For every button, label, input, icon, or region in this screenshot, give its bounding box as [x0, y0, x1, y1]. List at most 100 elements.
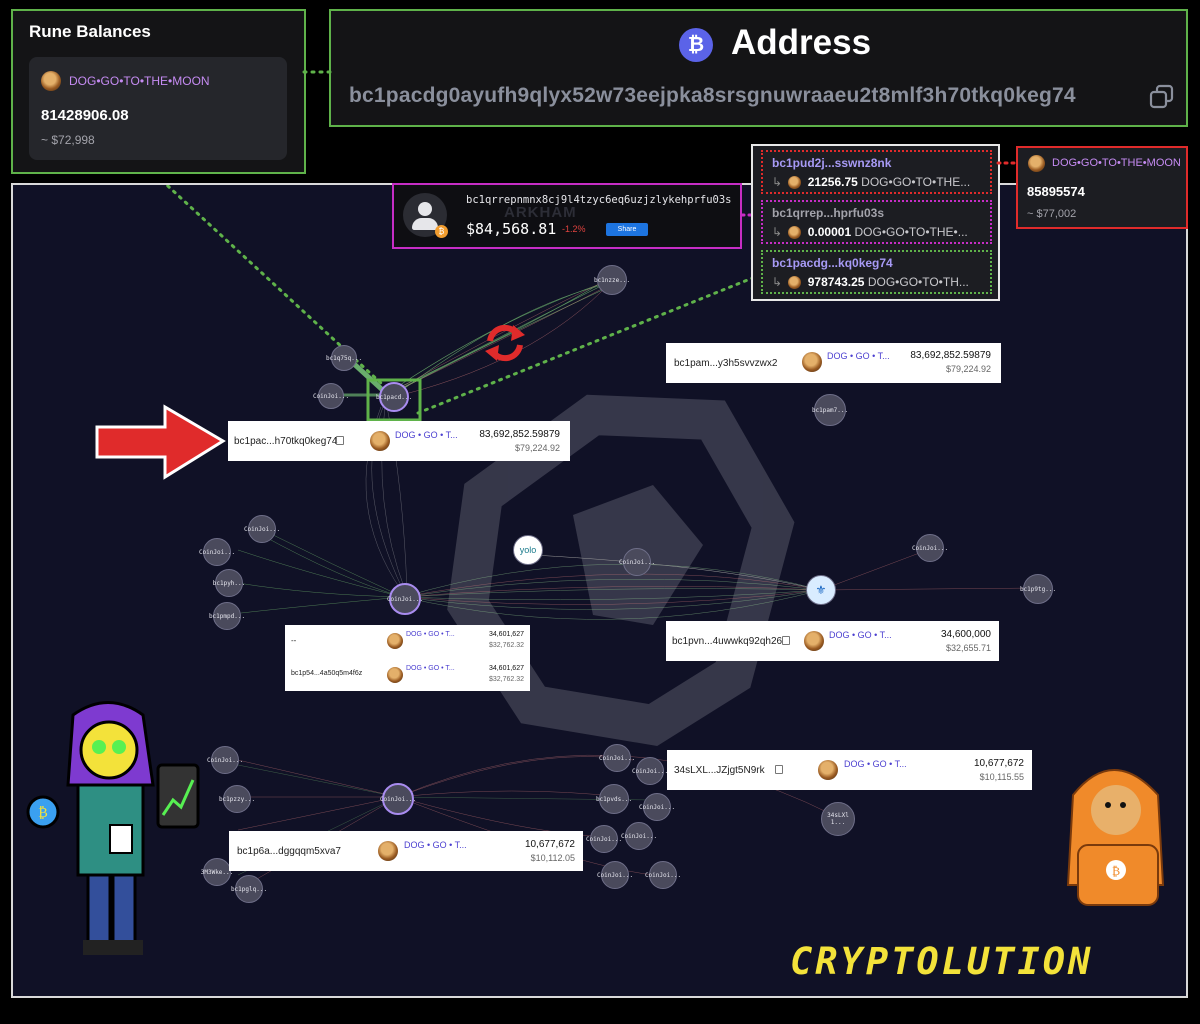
share-button[interactable]: Share [606, 223, 648, 236]
transfer-row[interactable]: bc1qrrep...hprfu03s ↳ 0.00001 DOG•GO•TO•… [761, 200, 992, 244]
transfer-from: bc1pacdg...kq0keg74 [772, 256, 893, 270]
transfer-row[interactable]: bc1pacdg...kq0keg74 ↳ 978743.25 DOG•GO•T… [761, 250, 992, 294]
copy-icon[interactable] [336, 436, 344, 445]
node-bc1pyh[interactable]: bc1pyh... [213, 569, 245, 597]
card-usd: $79,224.92 [945, 364, 991, 374]
dog-avatar-icon [1028, 155, 1045, 172]
rune-balance-card[interactable]: DOG•GO•TO•THE•MOON 81428906.08 ~ $72,998 [29, 57, 287, 160]
node-coinjoin-e[interactable]: CoinJoi... [207, 746, 243, 774]
arkham-change: -1.2% [562, 224, 586, 234]
node-coinjoin-c[interactable]: CoinJoi... [619, 548, 655, 576]
dog-avatar-icon [788, 226, 802, 240]
node-bc1p9tg[interactable]: bc1p9tg... [1020, 574, 1056, 604]
card-address: 34sLXL...JZjgt5N9rk [674, 765, 765, 776]
node-bc1nzze[interactable]: bc1nzze... [594, 265, 630, 295]
dog-avatar-icon [802, 352, 822, 372]
node-coinjoin-m[interactable]: CoinJoi... [645, 861, 681, 889]
graph-card-bc1pam[interactable]: bc1pam...y3h5svvzwx2 DOG • GO • T... 83,… [666, 343, 1001, 383]
address-panel: ₿ Address bc1pacdg0ayufh9qlyx52w73eejpka… [329, 9, 1188, 127]
card-address: bc1pvn...4uwwkq92qh26 [672, 636, 783, 647]
arkham-entity-card[interactable]: ₿ bc1qrrepnmnx8cj9l4tzyc6eq6uzjzlykehprf… [392, 183, 742, 249]
transfer-detail: ↳ 21256.75 DOG•GO•TO•THE... [772, 175, 970, 190]
skeleton-investigator-mascot: ₿ [26, 701, 200, 955]
node-coinjoin-f[interactable]: CoinJoi... [380, 783, 416, 815]
node-coinjoin-h[interactable]: CoinJoi... [632, 757, 668, 785]
card-usd: $32,762.32 [488, 676, 524, 683]
node-coinjoin-b[interactable]: CoinJoi... [199, 538, 235, 566]
node-bc1pam[interactable]: bc1pam7... [812, 394, 848, 426]
graph-card-dash[interactable]: -- DOG • GO • T... 34,601,627 $32,762.32 [285, 625, 530, 659]
node-bc1q75[interactable]: bc1q75q... [326, 345, 362, 371]
transfer-from: bc1pud2j...sswnz8nk [772, 156, 892, 170]
rune-usd: ~ $72,998 [41, 133, 95, 147]
transfer-detail: ↳ 978743.25 DOG•GO•TO•TH... [772, 275, 969, 290]
dog-avatar-icon [788, 276, 802, 290]
graph-card-bc1pac[interactable]: bc1pac...h70tkq0keg74 DOG • GO • T... 83… [228, 421, 570, 461]
node-coinjoin-g[interactable]: CoinJoi... [599, 744, 635, 772]
copy-icon[interactable] [775, 765, 783, 774]
card-rune: DOG • GO • T... [404, 840, 467, 850]
dog-avatar-icon [41, 71, 61, 91]
node-coinjoin-i[interactable]: CoinJoi... [639, 793, 675, 821]
transaction-graph[interactable]: ₿ ₿ bc1nzze... bc1q75q... CoinJoi... bc1… [11, 183, 1188, 998]
node-34sl[interactable]: 34sLXl 1... [821, 802, 855, 836]
dog-avatar-icon [378, 841, 398, 861]
card-rune: DOG • GO • T... [829, 630, 892, 640]
cycle-arrows-icon [485, 324, 525, 362]
transfer-row[interactable]: bc1pud2j...sswnz8nk ↳ 21256.75 DOG•GO•TO… [761, 150, 992, 194]
dog-avatar-icon [387, 633, 403, 649]
dog-avatar-icon [370, 431, 390, 451]
selection-box [366, 378, 422, 422]
dog-avatar-icon [788, 176, 802, 190]
node-bc1pacd[interactable]: bc1pacd... [376, 382, 412, 412]
card-rune: DOG • GO • T... [827, 351, 890, 361]
return-arrow-icon: ↳ [772, 275, 783, 289]
card-address: bc1p54...4a50q5m4f6z [291, 670, 363, 677]
graph-card-34sl[interactable]: 34sLXL...JZjgt5N9rk DOG • GO • T... 10,6… [667, 750, 1032, 790]
card-address: bc1p6a...dggqqm5xva7 [237, 846, 341, 857]
dog-avatar-icon [818, 760, 838, 780]
copy-icon[interactable] [782, 636, 790, 645]
graph-card-bc1p54[interactable]: bc1p54...4a50q5m4f6z DOG • GO • T... 34,… [285, 659, 530, 691]
graph-card-bc1pvn[interactable]: bc1pvn...4uwwkq92qh26 DOG • GO • T... 34… [666, 621, 999, 661]
node-coinjoin-k[interactable]: CoinJoi... [621, 822, 657, 850]
red-arrow-icon [95, 404, 226, 480]
rune-name: DOG•GO•TO•THE•MOON [1052, 157, 1181, 169]
return-arrow-icon: ↳ [772, 225, 783, 239]
card-rune: DOG • GO • T... [406, 631, 455, 638]
card-rune: DOG • GO • T... [406, 665, 455, 672]
graph-card-bc1p6a[interactable]: bc1p6a...dggqqm5xva7 DOG • GO • T... 10,… [229, 831, 583, 871]
node-yolo[interactable]: yolo [513, 535, 543, 565]
node-coinjoin-j[interactable]: CoinJoi... [586, 825, 622, 853]
node-coinjoin-top[interactable]: CoinJoi... [313, 383, 349, 409]
red-connector [996, 161, 1018, 165]
card-usd: $32,762.32 [488, 642, 524, 649]
card-amount: 83,692,852.59879 [910, 350, 991, 361]
cryptolution-brand: CRYPTOLUTION [790, 940, 1094, 983]
node-bc1pvds[interactable]: bc1pvds... [596, 784, 632, 814]
node-coinjoin-hub[interactable]: CoinJoi... [387, 583, 423, 615]
magenta-connector [740, 213, 758, 217]
card-rune: DOG • GO • T... [395, 430, 458, 440]
transfer-rune: DOG•GO•TO•THE•... [854, 225, 968, 239]
node-coinjoin-d[interactable]: CoinJoi... [912, 534, 948, 562]
copy-icon[interactable] [1149, 84, 1175, 110]
node-bc1pglq[interactable]: bc1pglq... [231, 875, 267, 903]
node-coinjoin-l[interactable]: CoinJoi... [597, 861, 633, 889]
share-label: Share [617, 226, 637, 233]
rune-balances-title: Rune Balances [29, 22, 151, 41]
dog-balance-box[interactable]: DOG•GO•TO•THE•MOON 85895574 ~ $77,002 [1016, 146, 1188, 229]
user-avatar-icon: ₿ [403, 193, 448, 238]
card-address: bc1pac...h70tkq0keg74 [234, 436, 338, 447]
node-3m3[interactable]: 3M3Wke... [201, 858, 233, 886]
node-bc1pmpd[interactable]: bc1pmpd... [209, 602, 245, 630]
transfer-amount: 0.00001 [807, 225, 852, 239]
node-bc1pzzy[interactable]: bc1pzzy... [219, 785, 255, 813]
node-fleur[interactable]: ⚜ [806, 575, 836, 605]
node-coinjoin-a[interactable]: CoinJoi... [244, 515, 280, 543]
dog-usd: ~ $77,002 [1027, 208, 1077, 220]
return-arrow-icon: ↳ [772, 175, 783, 189]
arkham-brand-watermark: ARKHAM [504, 204, 577, 221]
card-usd: $32,655.71 [945, 643, 991, 653]
card-usd: $10,112.05 [530, 853, 575, 863]
